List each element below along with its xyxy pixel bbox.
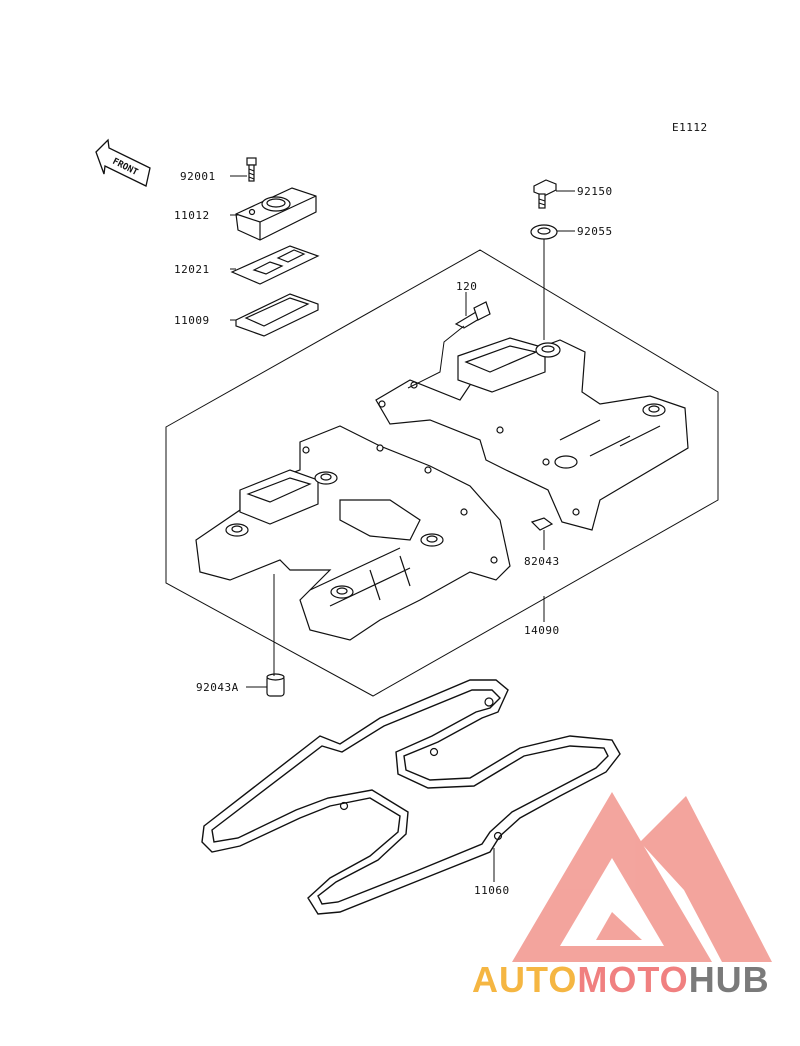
automotohub-wordmark: AUTOMOTOHUB [472,959,770,1000]
label-120: 120 [456,280,477,293]
label-92150: 92150 [577,185,613,198]
dowel-82043 [530,517,554,531]
label-92055: 92055 [577,225,613,238]
head-cover-front [195,425,511,641]
svg-text:AUTOMOTOHUB: AUTOMOTOHUB [472,959,770,1000]
reed-plate-12021 [230,245,320,285]
front-arrow-icon: FRONT [95,138,151,187]
gasket-11009 [235,293,319,337]
bolt-92001 [246,157,257,182]
label-11060: 11060 [474,884,510,897]
label-11012: 11012 [174,209,210,222]
washer-92055 [530,224,558,240]
diagram-id: E1112 [672,121,708,134]
breather-cover-11012 [235,187,317,241]
label-82043: 82043 [524,555,560,568]
head-cover-rear [375,337,689,531]
label-14090: 14090 [524,624,560,637]
brand-hub: HUB [689,959,770,1000]
label-12021: 12021 [174,263,210,276]
dowel-92043A [266,673,285,697]
label-11009: 11009 [174,314,210,327]
label-92001: 92001 [180,170,216,183]
bolt-92150 [533,179,557,209]
leader-lines [230,175,575,882]
automotohub-logo-icon [512,792,772,962]
brand-auto: AUTO [472,959,577,1000]
gasket-11060 [201,679,621,915]
brand-moto: MOTO [577,959,688,1000]
label-92043A: 92043A [196,681,239,694]
assembly-box [165,249,719,697]
bolt-120 [454,301,491,329]
